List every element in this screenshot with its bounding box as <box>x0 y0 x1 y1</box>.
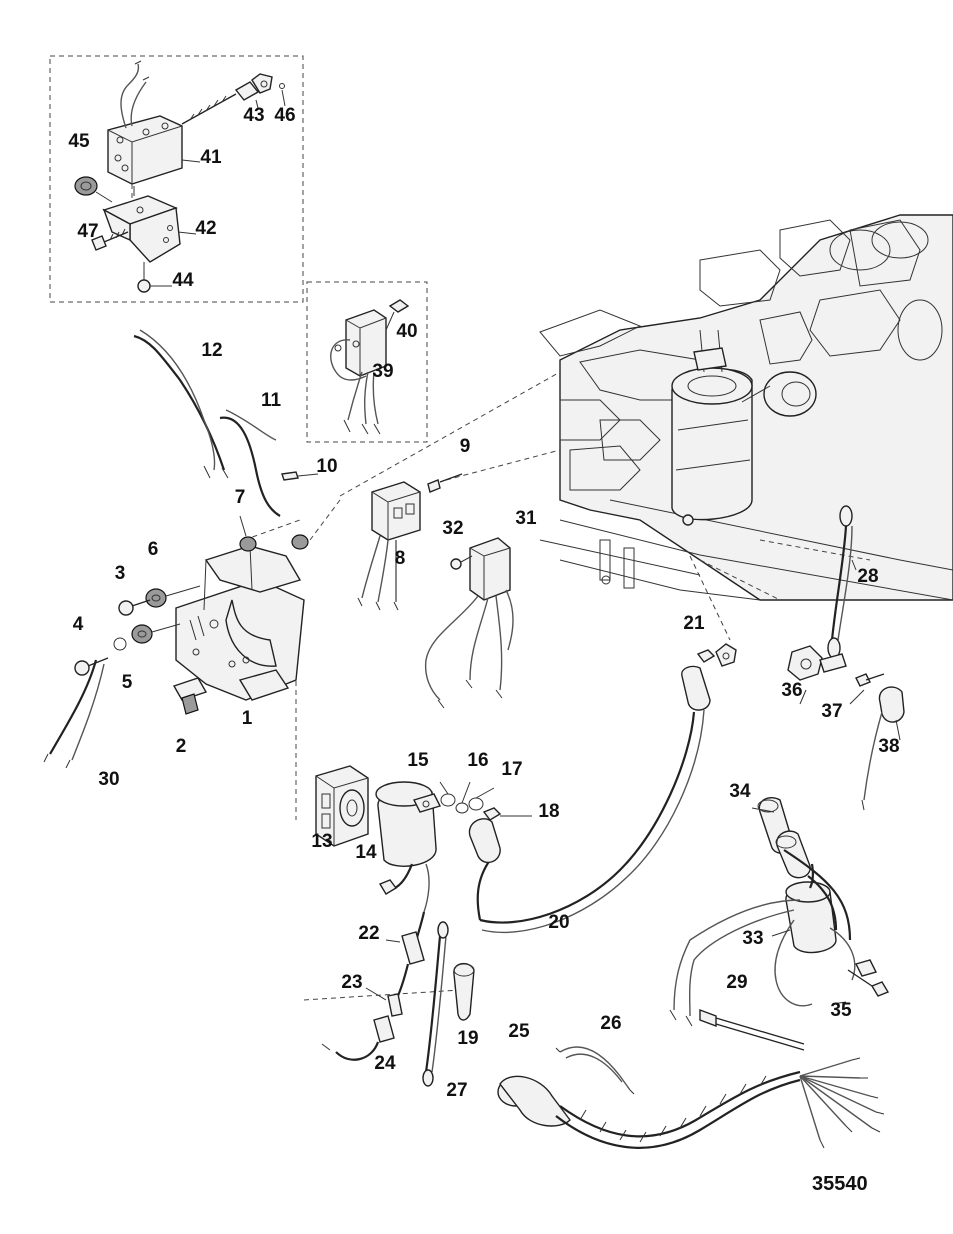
callout-6: 6 <box>148 539 159 560</box>
callout-47: 47 <box>77 221 98 242</box>
callout-4: 4 <box>73 614 84 635</box>
inset-box-tilt-relay <box>49 55 304 303</box>
relay-13 <box>315 765 369 847</box>
callout-24: 24 <box>374 1053 396 1074</box>
callout-32: 32 <box>442 518 463 539</box>
callout-43: 43 <box>243 105 264 126</box>
callout-19: 19 <box>457 1028 478 1049</box>
callout-30: 30 <box>98 769 119 790</box>
callout-31: 31 <box>515 508 537 529</box>
starter-solenoid-14 <box>375 781 441 913</box>
callout-5: 5 <box>122 672 133 693</box>
cable-27 <box>422 921 449 1087</box>
callout-29: 29 <box>726 972 747 993</box>
callout-8: 8 <box>395 548 406 569</box>
ground-cable-28 <box>827 505 857 659</box>
callout-7: 7 <box>235 487 246 508</box>
callout-14: 14 <box>355 842 377 863</box>
hardware-15-18 <box>439 781 532 821</box>
callout-33: 33 <box>742 928 763 949</box>
callout-42: 42 <box>195 218 216 239</box>
callout-1: 1 <box>242 708 253 729</box>
wire-leads-10-11-12 <box>133 329 319 517</box>
engine-powerhead <box>539 214 953 601</box>
main-wiring-harness-25 <box>497 1046 885 1149</box>
module-31 <box>424 537 514 709</box>
wire-lead-30 <box>43 659 105 769</box>
callout-9: 9 <box>460 436 471 457</box>
fuse-holder-22-24 <box>321 911 426 1061</box>
callout-11: 11 <box>261 390 282 411</box>
callout-34: 34 <box>729 781 751 802</box>
ignition-coil-33 <box>669 796 890 1027</box>
terminal-block-8 <box>357 473 463 611</box>
callout-40: 40 <box>396 321 417 342</box>
battery-cable-20 <box>468 643 737 934</box>
callout-39: 39 <box>372 361 393 382</box>
inset-box-rectifier <box>306 281 428 443</box>
callout-2: 2 <box>176 736 187 757</box>
callout-44: 44 <box>172 270 194 291</box>
callout-23: 23 <box>341 972 362 993</box>
callout-18: 18 <box>538 801 559 822</box>
callout-25: 25 <box>508 1021 530 1042</box>
callout-26: 26 <box>600 1013 621 1034</box>
electrical-bracket-assembly <box>74 515 309 715</box>
callout-37: 37 <box>821 701 842 722</box>
callout-36: 36 <box>781 680 802 701</box>
terminal-boot-19 <box>453 963 475 1021</box>
callout-41: 41 <box>200 147 222 168</box>
callout-10: 10 <box>316 456 337 477</box>
callout-28: 28 <box>857 566 878 587</box>
figure-number: 35540 <box>812 1173 868 1195</box>
cable-tie-29 <box>699 1008 805 1051</box>
callout-22: 22 <box>358 923 379 944</box>
callout-20: 20 <box>548 912 569 933</box>
callout-21: 21 <box>683 613 705 634</box>
sensor-36-38 <box>787 645 905 811</box>
callout-12: 12 <box>201 340 222 361</box>
callout-3: 3 <box>115 563 126 584</box>
callout-27: 27 <box>446 1080 467 1101</box>
callout-15: 15 <box>407 750 429 771</box>
callout-45: 45 <box>68 131 90 152</box>
callout-46: 46 <box>274 105 295 126</box>
callout-38: 38 <box>878 736 899 757</box>
callout-13: 13 <box>311 831 332 852</box>
callout-35: 35 <box>830 1000 852 1021</box>
callout-17: 17 <box>501 759 522 780</box>
callout-16: 16 <box>467 750 488 771</box>
